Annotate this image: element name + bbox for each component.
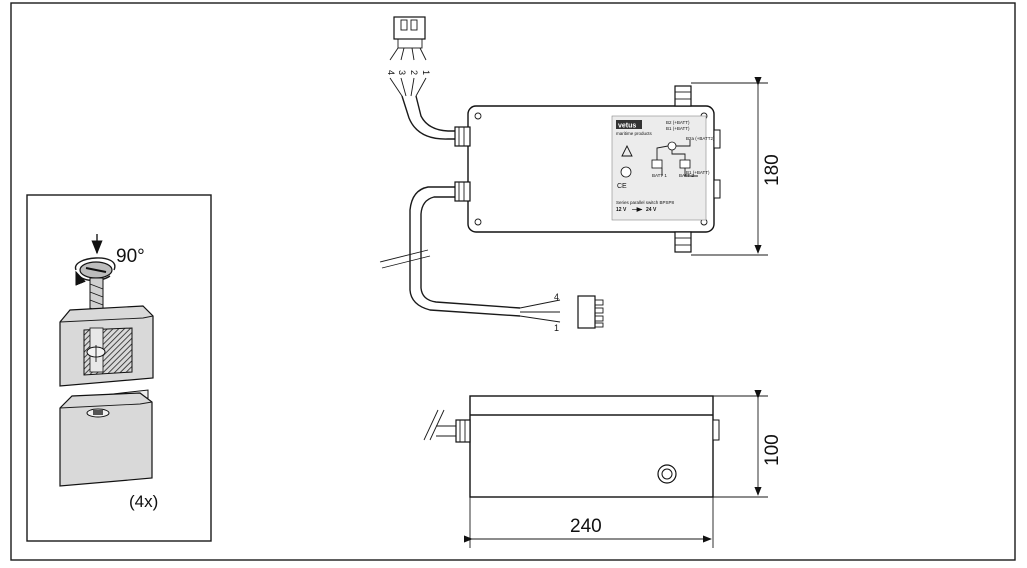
lower-block [59,392,153,487]
top-view: 4 3 2 1 4 1 [379,16,783,333]
quantity-label: (4x) [129,492,158,511]
warning-icon [621,144,633,157]
voltage-12v: 12 V [616,207,627,213]
cable-plug: 4 1 [519,292,604,333]
cable-connector: 4 3 2 1 [386,16,431,97]
batt1-label: BATT 1 [652,173,667,178]
ce-mark: CE [617,183,627,190]
cable-gland-left-bottom [454,181,471,202]
lower-cable [409,186,521,317]
connector-pin-2: 2 [409,70,419,75]
label-line-3: B2a (+BATT2) [686,136,715,141]
dimension-height-side: 100 [713,389,783,498]
dimension-width: 240 [463,497,714,548]
side-tab-right-upper [713,129,721,149]
side-gland [423,409,471,443]
cable-gland-left-top [454,126,471,147]
terminal-stud-bottom [674,231,692,253]
approval-mark-icon [620,166,632,178]
dimension-height-top: 180 [691,76,783,256]
label-line-1: B2 (+BATT) [666,120,690,125]
product-name: Series parallel switch BPSP8 [616,200,675,205]
brand-name: vetus [618,123,636,130]
dim-240: 240 [570,516,602,537]
drawing-frame [10,2,1016,561]
connector-pin-3: 3 [397,70,407,75]
upper-block [59,305,154,387]
dim-100: 100 [762,434,783,466]
label-line-2: B1 (+BATT) [666,126,690,131]
brand-logo [616,120,642,129]
batt2-label: BATT 2 [679,173,694,178]
product-label: vetus maritime products B2 (+BATT) B1 (+… [611,115,715,221]
side-tab-right-lower [713,179,721,199]
terminal-stud-top [674,85,692,107]
rotation-label: 90° [116,246,145,267]
battery-1-icon [651,159,663,169]
plug-pin-4: 4 [554,292,559,302]
side-tab [712,419,720,441]
connector-pin-1: 1 [421,70,431,75]
connector-pin-4: 4 [386,70,396,75]
dim-180: 180 [762,154,783,186]
switch-symbol [667,141,677,151]
upper-cable [401,95,455,140]
plug-pin-1: 1 [554,323,559,333]
label-line-4: B1 (+BATT) [686,170,710,175]
voltage-24v: 24 V [646,207,657,213]
enclosure-side [469,395,714,498]
terminal-nut [657,464,677,484]
battery-2-icon [679,159,691,169]
brand-tagline: maritime products [616,131,653,136]
side-view: 100 240 [423,389,783,548]
mounting-inset: 90° [26,194,212,542]
inset-frame [26,194,212,542]
